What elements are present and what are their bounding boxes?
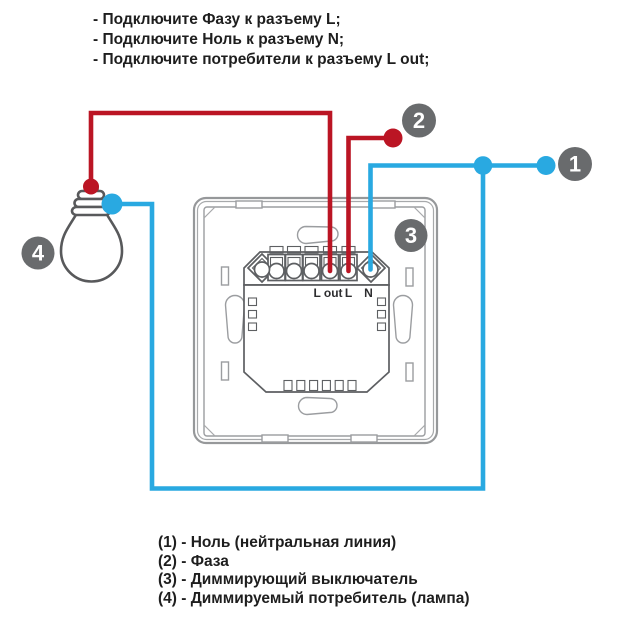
badge-circle — [402, 103, 436, 138]
plate-slot — [220, 266, 230, 286]
terminal-tab — [304, 245, 319, 254]
phase-wire-input — [346, 135, 396, 274]
corner-mark — [413, 206, 426, 219]
neutral-junction-dot — [473, 156, 493, 175]
instruction-line: - Подключите Фазу к разъему L; — [93, 11, 341, 28]
badge-neutral-line: 1 — [558, 147, 592, 181]
terminal-screw — [268, 262, 285, 280]
badge-lamp-load: 4 — [21, 236, 55, 270]
phase-dot-lamp — [83, 178, 99, 195]
terminal-label-l-out: L out — [313, 286, 342, 300]
badge-number: 4 — [32, 241, 45, 266]
module-clip — [247, 297, 258, 307]
corner-mark — [203, 424, 216, 437]
terminal-screw — [303, 262, 320, 280]
module-clip — [376, 322, 387, 332]
terminal-label-n: N — [364, 286, 373, 300]
terminal-screw — [285, 262, 303, 280]
badge-circle — [558, 147, 592, 181]
instruction-line: - Подключите потребители к разъему L out… — [93, 51, 430, 68]
neutral-dot-lamp — [101, 193, 123, 215]
module-tooth — [309, 379, 319, 392]
terminal-tab — [269, 245, 284, 254]
badge-circle — [394, 219, 428, 252]
instructions-text: - Подключите Фазу к разъему L; - Подключ… — [93, 10, 429, 70]
switch-module: L out L N — [243, 245, 390, 393]
module-tooth — [334, 379, 344, 392]
terminal-screw — [253, 261, 271, 278]
legend-line: (2) - Фаза — [158, 552, 229, 570]
plate-slot — [405, 267, 414, 287]
badge-circle — [21, 236, 55, 270]
module-clip — [376, 309, 387, 319]
module-tooth — [296, 379, 306, 392]
mounting-tab — [261, 434, 289, 443]
legend-line: (3) - Диммирующий выключатель — [158, 571, 418, 588]
terminal-label-l: L — [345, 286, 352, 300]
module-clip — [247, 322, 258, 332]
plate-slot — [405, 362, 414, 382]
keyhole-slot — [297, 396, 338, 416]
plate-slot — [220, 361, 230, 381]
keyhole-slot — [224, 294, 246, 344]
badge-dimmer-switch: 3 — [394, 219, 428, 252]
corner-mark — [413, 424, 426, 437]
module-clip — [376, 297, 387, 307]
corner-mark — [203, 206, 216, 219]
legend: (1) - Ноль (нейтральная линия) (2) - Фаз… — [158, 534, 470, 608]
legend-line: (4) - Диммируемый потребитель (лампа) — [158, 589, 470, 607]
mounting-tab — [235, 200, 263, 209]
instruction-line: - Подключите Ноль к разъему N; — [93, 31, 345, 48]
neutral-wire-to-lamp — [109, 163, 486, 491]
badge-number: 1 — [569, 152, 581, 177]
mounting-tab — [350, 434, 378, 443]
badge-phase-line: 2 — [402, 103, 436, 138]
badges: 1 2 3 4 — [21, 103, 592, 270]
module-tooth — [321, 379, 331, 392]
plate-wall-line — [196, 200, 435, 441]
module-clip — [247, 309, 258, 319]
connection-dots — [83, 128, 556, 215]
legend-line: (1) - Ноль (нейтральная линия) — [158, 534, 397, 551]
bulb-globe — [59, 211, 124, 283]
badge-number: 2 — [413, 108, 425, 133]
neutral-dot-input — [536, 156, 556, 175]
phase-dot-input — [383, 128, 403, 148]
keyhole-slot — [392, 294, 414, 344]
module-tooth — [347, 379, 357, 392]
badge-number: 3 — [405, 223, 417, 248]
module-tooth — [283, 379, 293, 392]
module-body — [243, 284, 390, 393]
mounting-tab — [368, 200, 396, 209]
phase-wire-to-lamp — [88, 110, 333, 274]
terminal-tab — [286, 245, 302, 254]
